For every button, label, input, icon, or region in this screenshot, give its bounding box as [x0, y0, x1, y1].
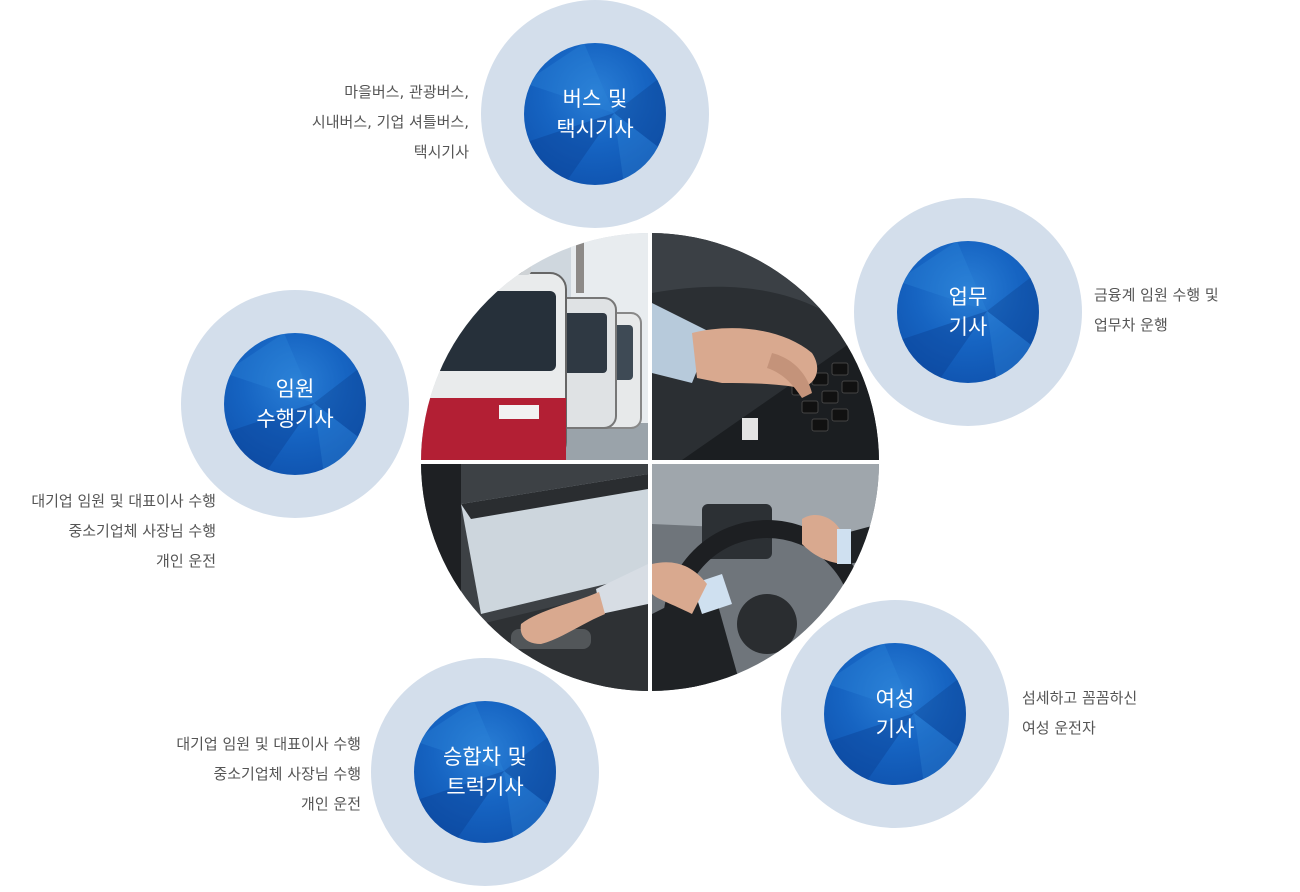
photo-steering-wheel: [652, 464, 879, 691]
category-title: 업무 기사: [948, 285, 988, 339]
category-description-business: 금융계 임원 수행 및 업무차 운행: [1094, 286, 1219, 334]
category-core: 임원 수행기사: [224, 333, 366, 475]
category-core: 업무 기사: [897, 241, 1039, 383]
category-business[interactable]: 업무 기사: [854, 198, 1082, 426]
category-bus-taxi[interactable]: 버스 및 택시기사: [481, 0, 709, 228]
category-title: 임원 수행기사: [256, 377, 334, 431]
center-photo-collage: [421, 233, 879, 691]
category-description-bus-taxi: 마을버스, 관광버스, 시내버스, 기업 셔틀버스, 택시기사: [311, 83, 469, 161]
category-core: 승합차 및 트럭기사: [414, 701, 556, 843]
category-title: 버스 및 택시기사: [556, 87, 634, 141]
category-executive[interactable]: 임원 수행기사: [181, 290, 409, 518]
category-core: 버스 및 택시기사: [524, 43, 666, 185]
photo-car-door: [421, 464, 648, 691]
category-description-executive: 대기업 임원 및 대표이사 수행 중소기업체 사장님 수행 개인 운전: [31, 492, 216, 570]
category-van-truck[interactable]: 승합차 및 트럭기사: [371, 658, 599, 886]
category-description-female: 섬세하고 꼼꼼하신 여성 운전자: [1022, 689, 1138, 737]
photo-buses: [421, 233, 648, 460]
category-description-van-truck: 대기업 임원 및 대표이사 수행 중소기업체 사장님 수행 개인 운전: [176, 735, 361, 813]
category-female[interactable]: 여성 기사: [781, 600, 1009, 828]
photo-hand-keypad: [652, 233, 879, 460]
category-core: 여성 기사: [824, 643, 966, 785]
category-title: 여성 기사: [875, 687, 915, 741]
category-title: 승합차 및 트럭기사: [443, 745, 527, 799]
